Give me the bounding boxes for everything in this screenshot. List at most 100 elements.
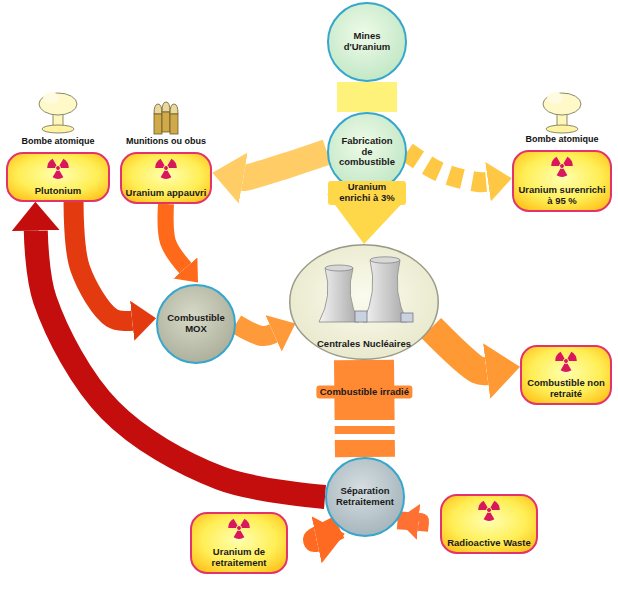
cooling-towers — [355, 311, 367, 322]
node-label: Fabrication de combustible — [336, 136, 398, 169]
flow-arrow — [398, 520, 420, 522]
cooling-towers — [401, 313, 413, 322]
node-content: Combustible non retraité — [525, 378, 607, 400]
node-label: Combustible MOX — [165, 313, 227, 335]
node-content: Plutonium — [35, 186, 81, 197]
plant-circle: Centrales Nucléaires — [289, 244, 439, 360]
flow-arrow — [243, 152, 327, 178]
material-box: Uranium de retraitement — [190, 512, 288, 574]
ammunition-icon — [162, 102, 170, 112]
node-outline — [328, 113, 406, 191]
radiation-symbol — [46, 156, 70, 180]
mushroom-cloud — [546, 125, 578, 133]
process-circle: Mines d'Uranium — [327, 2, 407, 82]
flow-arrow — [236, 324, 274, 336]
node-outline — [328, 3, 406, 81]
node-content: Centrales Nucléaires — [317, 339, 411, 350]
node-heading: Bombe atomique — [21, 137, 94, 147]
radiation-symbol — [477, 498, 501, 522]
node-outline — [191, 513, 287, 573]
node-label: Centrales Nucléaires — [317, 339, 411, 350]
ammunition-icon — [170, 104, 178, 134]
material-box: Bombe atomiquePlutonium — [6, 152, 110, 202]
node-label: Uranium surenrichi à 95 % — [517, 185, 607, 207]
node-outline — [290, 245, 439, 360]
ammunition-icon — [162, 112, 170, 132]
node-body: Uranium de retraitement — [190, 512, 288, 574]
flow-arrow — [315, 527, 339, 540]
node-content: Combustible MOX — [165, 313, 227, 335]
node-content: Fabrication de combustible — [336, 136, 398, 169]
cooling-towers — [363, 260, 407, 322]
node-label: Uranium appauvri — [126, 188, 207, 199]
mushroom-cloud — [39, 92, 77, 133]
node-heading: Munitions ou obus — [126, 137, 206, 147]
ammunition-icon — [154, 102, 178, 134]
flow-arrow — [407, 152, 488, 182]
radiation-symbol — [477, 498, 501, 522]
node-body: Combustible non retraité — [520, 345, 612, 405]
ammunition-icon — [154, 104, 162, 114]
node-outline — [121, 153, 211, 203]
radiation-symbol — [554, 349, 578, 373]
node-label: Uranium de retraitement — [195, 547, 283, 569]
radiation-symbol — [154, 156, 178, 180]
node-body: Uranium surenrichi à 95 % — [512, 150, 612, 212]
node-content: Uranium de retraitement — [195, 547, 283, 569]
material-box: Combustible non retraité — [520, 345, 612, 405]
cooling-towers — [325, 265, 353, 271]
mushroom-cloud — [543, 93, 581, 115]
mushroom-cloud — [547, 92, 563, 104]
process-circle: Séparation Retraitement — [325, 457, 405, 537]
node-content: Uranium appauvri — [126, 188, 207, 199]
node-outline — [441, 495, 537, 553]
ammunition-icon — [154, 114, 162, 134]
radiation-symbol — [554, 349, 578, 373]
cooling-towers — [319, 268, 359, 322]
node-body: Séparation Retraitement — [325, 457, 405, 537]
node-label: Combustible non retraité — [525, 378, 607, 400]
node-content: Uranium surenrichi à 95 % — [517, 185, 607, 207]
mushroom-cloud — [543, 92, 581, 133]
material-box: Bombe atomiqueUranium surenrichi à 95 % — [512, 150, 612, 212]
flow-label: Uranium enrichi à 3% — [328, 181, 406, 205]
ammunition-icon — [170, 104, 178, 114]
material-box: Munitions ou obusUranium appauvri — [120, 152, 212, 204]
flow-arrow — [74, 202, 133, 321]
ammunition-icon — [154, 104, 162, 134]
radiation-symbol — [550, 154, 574, 178]
flow-arrow — [166, 204, 186, 268]
process-circle: Fabrication de combustible — [327, 112, 407, 192]
node-outline — [157, 285, 235, 363]
node-content: Radioactive Waste — [447, 538, 531, 549]
mushroom-cloud — [43, 92, 59, 104]
node-body: Radioactive Waste — [440, 494, 538, 554]
band-break — [328, 434, 402, 440]
node-content: Mines d'Uranium — [336, 31, 398, 53]
node-label: Mines d'Uranium — [336, 31, 398, 53]
node-outline — [521, 346, 611, 404]
node-body: Centrales Nucléaires — [289, 244, 439, 360]
node-label: Plutonium — [35, 186, 81, 197]
radiation-symbol — [227, 516, 251, 540]
band-break — [328, 420, 402, 426]
radiation-symbol — [46, 156, 70, 180]
node-outline — [326, 458, 404, 536]
node-body: Mines d'Uranium — [327, 2, 407, 82]
node-body: Combustible MOX — [156, 284, 236, 364]
radiation-symbol — [154, 156, 178, 180]
mushroom-cloud — [42, 125, 74, 133]
node-body: Plutonium — [6, 152, 110, 202]
cooling-towers — [370, 257, 400, 263]
flow-arrow — [337, 82, 397, 112]
mushroom-cloud — [39, 93, 77, 115]
node-body: Fabrication de combustible — [327, 112, 407, 192]
flow-arrow — [364, 360, 365, 457]
flow-label: Combustible irradié — [317, 386, 412, 399]
node-heading: Bombe atomique — [525, 135, 598, 145]
process-circle: Combustible MOX — [156, 284, 236, 364]
node-outline — [7, 153, 109, 201]
radiation-symbol — [227, 516, 251, 540]
